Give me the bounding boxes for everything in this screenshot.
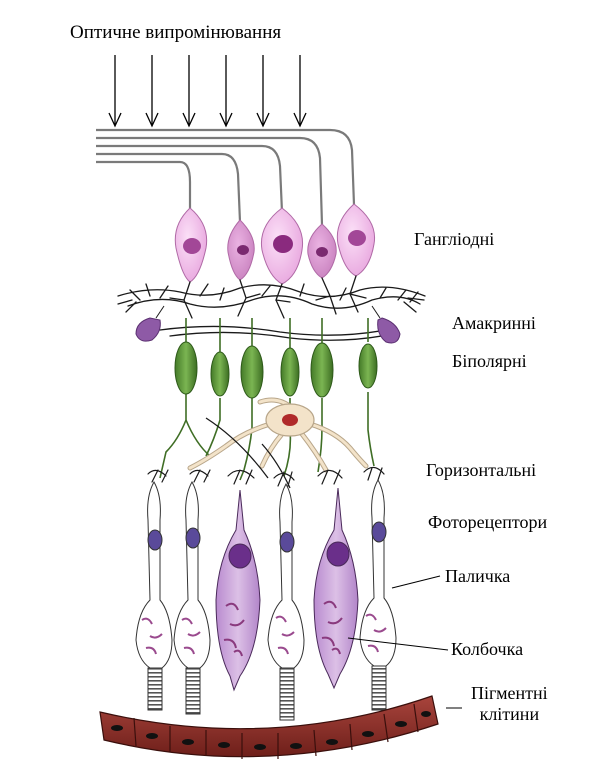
rod-4 [360,480,396,710]
ganglion-cell-2 [228,220,254,280]
arrow-5 [257,55,269,126]
bipolar-cell-3 [241,346,263,398]
rod-2 [174,482,210,714]
cone-2 [314,488,358,688]
label-photoreceptors: Фоторецептори [428,512,547,533]
arrow-1 [109,55,121,126]
light-arrows [109,55,306,126]
label-ganglion-cells: Гангліодні [414,229,494,250]
ganglion-cells [175,204,374,284]
bipolar-cell-4 [281,348,299,396]
ganglion-cell-3 [261,208,302,284]
rod-1 [136,482,172,710]
label-bipolar-cells: Біполярні [452,351,527,372]
rod-3 [268,484,304,720]
ganglion-cell-5 [337,204,374,276]
ganglion-cell-4 [308,224,336,278]
amacrine-cell-right [378,318,400,343]
bipolar-cell-1 [175,342,197,394]
bipolar-cell-5 [311,343,333,397]
label-horizontal-cells: Горизонтальні [426,460,536,481]
label-pigment-cells: Пігментні клітини [471,683,548,724]
horizontal-cell [190,400,366,470]
label-pigment-line2: клітини [471,704,548,725]
label-amacrine-cells: Амакринні [452,313,536,334]
optic-nerve-axons [96,130,354,225]
synaptic-terminals [148,467,384,486]
cone-1 [216,490,260,690]
arrow-2 [146,55,158,126]
ganglion-cell-1 [175,208,206,282]
diagram-title: Оптичне випромінювання [70,22,281,44]
label-cone: Колбочка [451,639,523,660]
label-pigment-line1: Пігментні [471,683,548,704]
rod-leader [392,576,440,588]
arrow-4 [220,55,232,126]
amacrine-cell-left [136,318,160,341]
bipolar-cell-2 [211,352,229,396]
label-rod: Паличка [445,566,510,587]
arrow-3 [183,55,195,126]
amacrine-cells [136,306,400,343]
arrow-6 [294,55,306,126]
bipolar-cell-6 [359,344,377,388]
